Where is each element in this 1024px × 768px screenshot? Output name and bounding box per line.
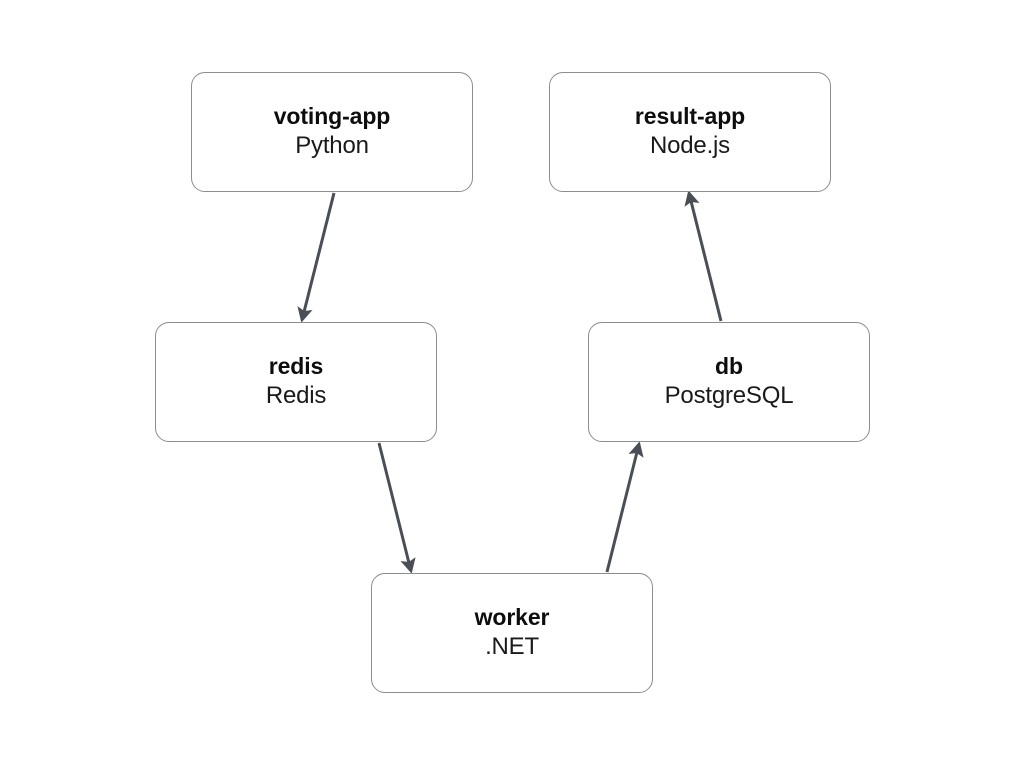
edge-db-to-result-app <box>684 190 723 322</box>
node-title: result-app <box>634 103 746 130</box>
node-subtitle: PostgreSQL <box>664 382 794 410</box>
node-worker[interactable]: worker .NET <box>371 573 653 693</box>
node-title: redis <box>268 353 324 380</box>
node-result-app[interactable]: result-app Node.js <box>549 72 831 192</box>
node-title: voting-app <box>273 103 391 130</box>
node-subtitle: Redis <box>265 382 327 410</box>
node-voting-app[interactable]: voting-app Python <box>191 72 473 192</box>
node-db[interactable]: db PostgreSQL <box>588 322 870 442</box>
node-subtitle: .NET <box>485 633 539 661</box>
edge-redis-to-worker <box>377 442 416 574</box>
node-subtitle: Node.js <box>650 132 730 160</box>
node-title: db <box>715 353 743 380</box>
node-subtitle: Python <box>295 132 369 160</box>
edge-worker-to-db <box>605 441 644 573</box>
node-title: worker <box>474 604 550 631</box>
edge-voting-app-to-redis <box>297 192 336 323</box>
node-redis[interactable]: redis Redis <box>155 322 437 442</box>
